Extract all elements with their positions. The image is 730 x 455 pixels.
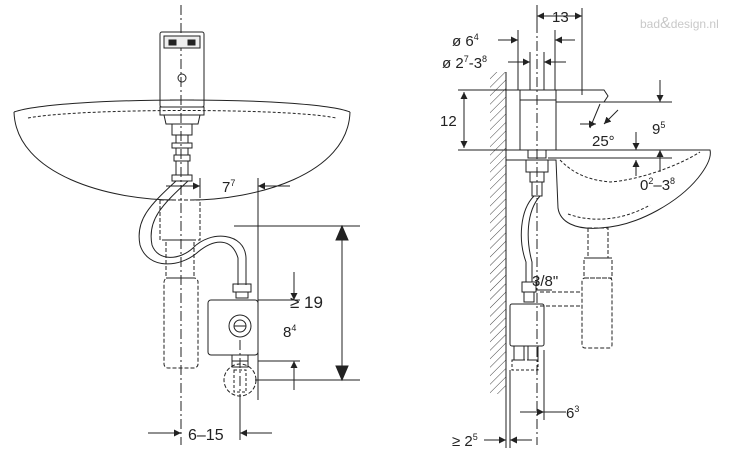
dim-13 bbox=[536, 8, 583, 95]
flex-hose-front bbox=[138, 180, 247, 285]
dim-2-7 bbox=[508, 52, 566, 90]
label-2-7-3-8: ø 27-38 bbox=[442, 54, 487, 72]
dim-9-5 bbox=[604, 80, 672, 172]
dim-8-4 bbox=[258, 272, 300, 390]
valve-box-front bbox=[207, 283, 259, 397]
label-thread: 3/8" bbox=[532, 273, 558, 290]
dim-12 bbox=[458, 89, 520, 151]
label-6-15: 6–15 bbox=[188, 427, 224, 444]
dim-6-15 bbox=[148, 398, 272, 440]
label-0-2-3-8: 02–38 bbox=[640, 176, 675, 194]
label-19: ≥ 19 bbox=[290, 293, 323, 312]
dim-6-3 bbox=[520, 350, 566, 420]
label-6-3: 63 bbox=[566, 404, 579, 422]
tap-body-side bbox=[519, 89, 609, 197]
label-8-4: 84 bbox=[283, 323, 296, 341]
valve-box-side bbox=[509, 281, 545, 371]
waste-pipe-front bbox=[159, 199, 201, 369]
basin-side bbox=[506, 149, 711, 229]
dim-7-7 bbox=[166, 178, 290, 400]
label-13: 13 bbox=[552, 9, 569, 26]
label-9-5: 95 bbox=[652, 120, 665, 138]
dim-6-4 bbox=[498, 30, 575, 90]
front-view bbox=[13, 5, 360, 445]
label-angle: 25° bbox=[592, 133, 615, 150]
dim-0-2 bbox=[548, 132, 672, 176]
watermark: bad&design.nl bbox=[640, 15, 719, 32]
label-7-7: 77 bbox=[222, 178, 235, 196]
label-12: 12 bbox=[440, 113, 457, 130]
label-2-5: ≥ 25 bbox=[452, 432, 478, 450]
wall bbox=[490, 72, 507, 394]
dim-19 bbox=[234, 224, 360, 382]
side-view bbox=[458, 5, 711, 448]
waste-pipe-side bbox=[540, 227, 613, 349]
dim-angle bbox=[580, 103, 619, 129]
label-6-4: ø 64 bbox=[452, 32, 479, 50]
dim-2-5 bbox=[484, 370, 532, 448]
flex-hose-side bbox=[520, 195, 541, 282]
tap-body-front bbox=[159, 31, 205, 182]
